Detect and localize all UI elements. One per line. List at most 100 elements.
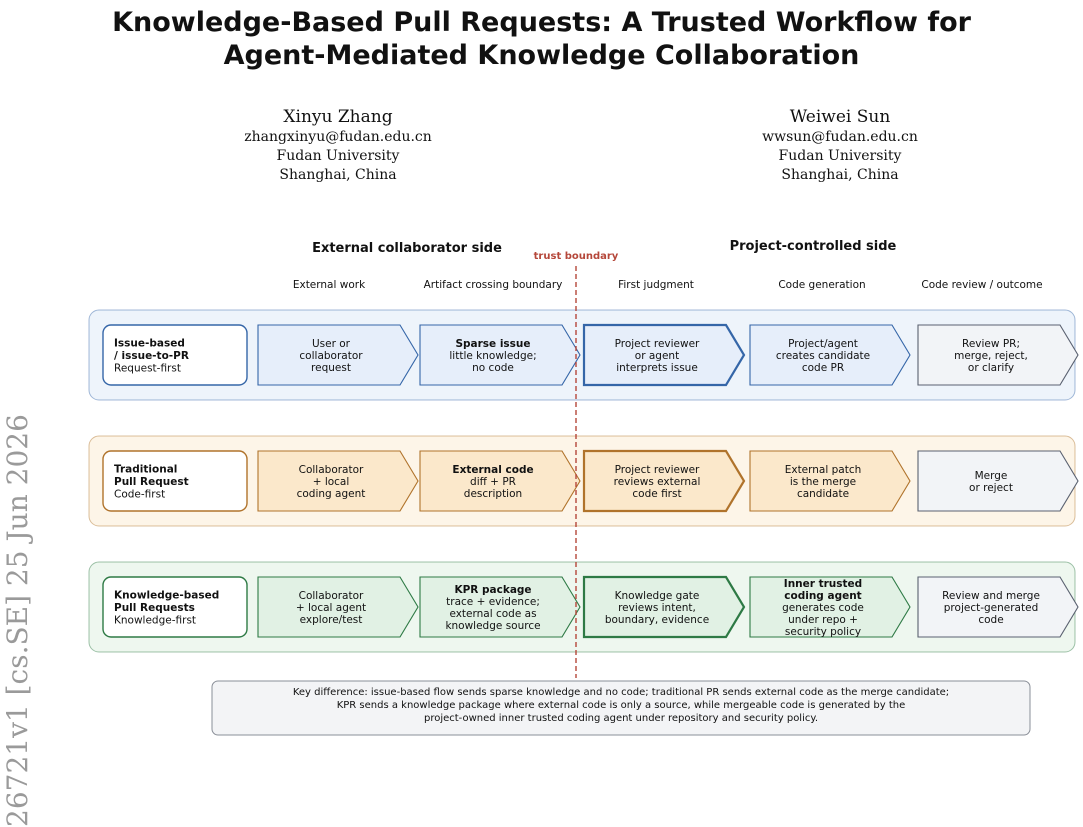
workflow-step-text: Review PR; [962,338,1020,350]
workflow-step-text: + local agent [296,602,366,614]
row-label-box [102,576,248,638]
side-label-external: External collaborator side [312,241,502,256]
workflow-step-shape [917,324,1079,386]
workflow-step-text: code PR [802,362,844,374]
workflow-step-text: diff + PR [470,476,516,488]
workflow-step-shape [582,449,746,513]
workflow-step-text: Project reviewer [615,338,700,350]
workflow-step-text: security policy [785,626,861,638]
workflow-step-text: Merge [975,470,1008,482]
workflow-step-text: Review and merge [942,590,1040,602]
row-label-box [102,450,248,512]
author-block-1: Xinyu Zhang zhangxinyu@fudan.edu.cn Fuda… [188,106,488,185]
workflow-step-text: Project reviewer [615,464,700,476]
paper-title-line-1: Knowledge-Based Pull Requests: A Trusted… [112,7,971,38]
workflow-step-text: merge, reject, [954,350,1028,362]
author-email: wwsun@fudan.edu.cn [762,129,918,145]
workflow-step-shape [582,323,746,387]
workflow-step-text: reviews external [614,476,701,488]
workflow-step-text: KPR package [454,584,531,596]
workflow-step-text: project-generated [944,602,1038,614]
author-location: Shanghai, China [781,167,899,183]
row-label-box [102,324,248,386]
workflow-step-shape [419,324,581,386]
workflow-step-text: code [978,614,1003,626]
workflow-step-text: trace + evidence; [446,596,540,608]
trust-boundary-label: trust boundary [534,251,619,262]
workflow-step-text: little knowledge; [449,350,536,362]
key-difference-note-box [211,680,1031,736]
workflow-step-text: code first [632,488,681,500]
workflow-step-text: generates code [782,602,864,614]
workflow-step-text: External code [452,464,533,476]
workflow-step-text: creates candidate [776,350,870,362]
author-block-2: Weiwei Sun wwsun@fudan.edu.cn Fudan Univ… [690,106,990,185]
author-email: zhangxinyu@fudan.edu.cn [244,129,432,145]
workflow-step-shape [749,576,911,638]
workflow-step-text: or agent [635,350,679,362]
workflow-step-text: coding agent [297,488,366,500]
column-header: Code generation [778,279,865,291]
workflow-step-text: explore/test [300,614,363,626]
workflow-step-text: Sparse issue [455,338,530,350]
author-name: Xinyu Zhang [283,107,393,127]
workflow-step-text: candidate [797,488,849,500]
workflow-step-text: or clarify [968,362,1014,374]
workflow-step-text: User or [312,338,351,350]
workflow-step-text: Collaborator [299,464,364,476]
paper-title: Knowledge-Based Pull Requests: A Trusted… [0,6,1083,72]
workflow-step-text: Collaborator [299,590,364,602]
key-difference-note-text: KPR sends a knowledge package where exte… [337,700,906,711]
workflow-step-text: or reject [969,482,1013,494]
row-label-text: Request-first [114,363,181,375]
workflow-step-text: external code as [449,608,536,620]
author-name: Weiwei Sun [789,107,891,127]
workflow-step-text: is the merge [790,476,856,488]
workflow-step-shape [257,324,419,386]
row-label-text: / issue-to-PR [114,350,189,362]
workflow-step-text: reviews intent, [618,602,696,614]
workflow-step-shape [419,450,581,512]
workflow-step-shape [582,575,746,639]
workflow-step-text: boundary, evidence [605,614,709,626]
workflow-step-text: collaborator [299,350,363,362]
workflow-step-text: under repo + [788,614,858,626]
workflow-step-text: coding agent [784,590,861,602]
column-header: Artifact crossing boundary [424,279,563,291]
key-difference-note-text: Key difference: issue-based flow sends s… [293,687,949,698]
row-label-text: Pull Requests [114,602,195,614]
row-label-text: Pull Request [114,476,189,488]
workflow-diagram: External collaborator side Project-contro… [88,239,1079,736]
workflow-step-text: + local [313,476,350,488]
row-label-text: Issue-based [114,338,185,350]
row-label-text: Code-first [114,489,165,501]
author-location: Shanghai, China [279,167,397,183]
side-label-project: Project-controlled side [730,239,897,254]
key-difference-note-text: project-owned inner trusted coding agent… [424,713,818,724]
workflow-step-text: interprets issue [616,362,698,374]
workflow-step-text: no code [472,362,514,374]
row-label-text: Traditional [114,464,177,476]
workflow-step-shape [257,576,419,638]
workflow-step-text: description [464,488,522,500]
column-header: External work [293,279,366,291]
workflow-step-shape [419,576,581,638]
workflow-step-text: Knowledge gate [615,590,700,602]
column-header: First judgment [618,279,694,291]
workflow-step-text: knowledge source [445,620,540,632]
author-affiliation: Fudan University [778,148,902,164]
workflow-step-shape [917,576,1079,638]
column-header: Code review / outcome [921,279,1042,291]
paper-title-line-2: Agent-Mediated Knowledge Collaboration [223,40,860,71]
workflow-step-shape [917,450,1079,512]
workflow-step-shape [257,450,419,512]
row-label-text: Knowledge-first [114,615,196,627]
author-affiliation: Fudan University [276,148,400,164]
workflow-step-text: External patch [785,464,862,476]
workflow-step-shape [749,324,911,386]
workflow-step-text: Project/agent [788,338,858,350]
workflow-step-text: Inner trusted [784,578,862,590]
workflow-step-text: request [311,362,351,374]
row-label-text: Knowledge-based [114,590,219,602]
workflow-step-shape [749,450,911,512]
